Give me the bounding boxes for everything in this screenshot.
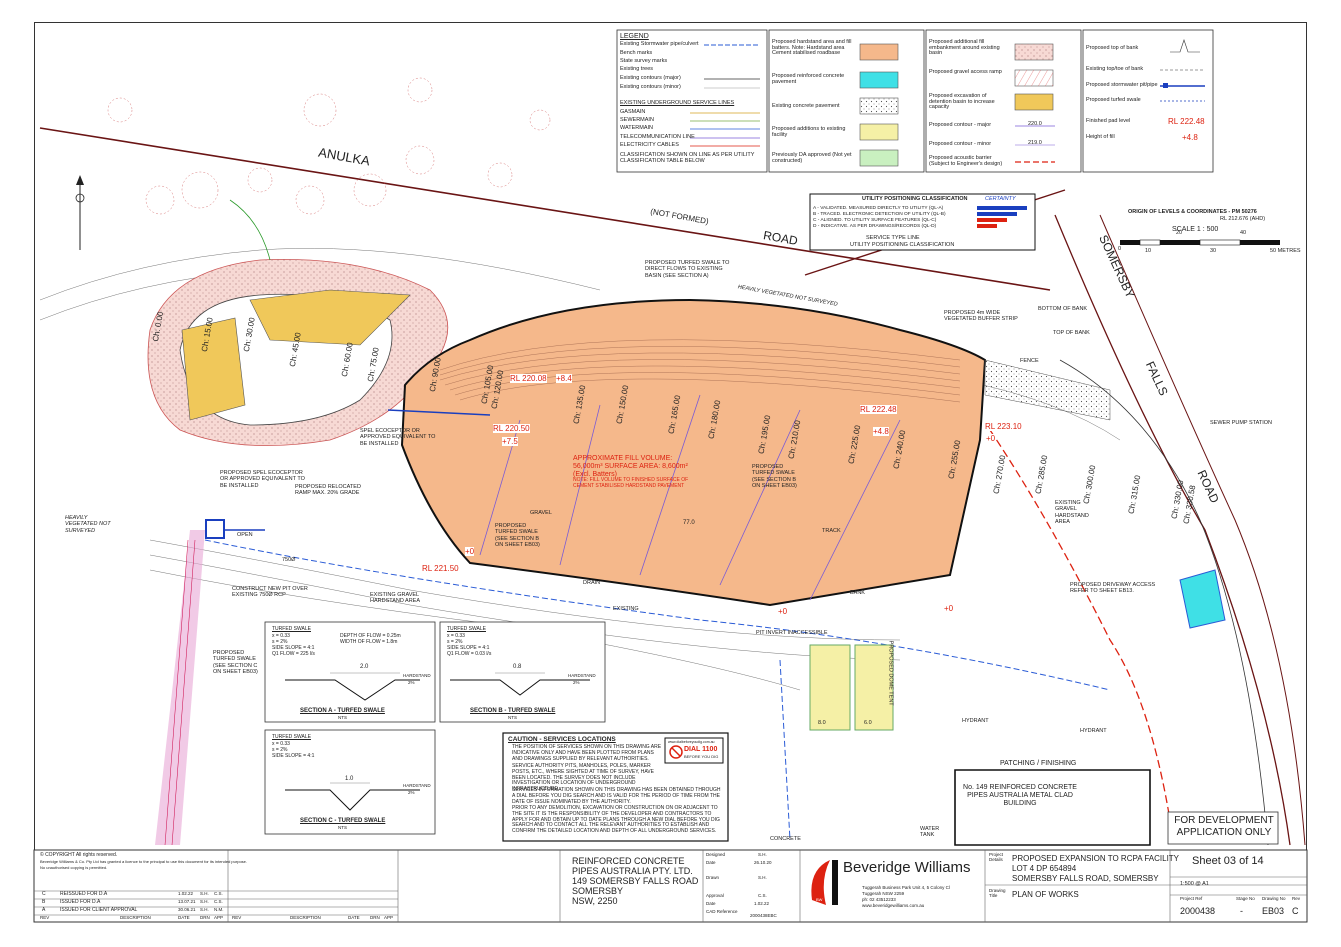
drawing-title: PLAN OF WORKS (1012, 890, 1079, 899)
driveway-access (1179, 569, 1226, 629)
swatch-hardstand (859, 43, 899, 61)
concrete-strip (984, 359, 1111, 421)
caution-title: CAUTION - SERVICES LOCATIONS (508, 736, 616, 743)
watermain (204, 539, 1111, 691)
stormwater-pit (205, 519, 225, 539)
for-development-stamp: FOR DEVELOPMENT APPLICATION ONLY (1174, 815, 1274, 838)
swale-a-label: PROPOSED TURFED SWALE TO DIRECT FLOWS TO… (645, 260, 730, 279)
hardstand-area (400, 298, 987, 607)
fill-volume-note: APPROXIMATE FILL VOLUME: 56,000m³ SURFAC… (573, 455, 688, 479)
swatch-reinforced (859, 71, 899, 89)
addition-strip-2 (854, 644, 894, 731)
project-title: PROPOSED EXPANSION TO RCPA FACILITY (1012, 854, 1180, 863)
swatch-excavation (1014, 93, 1054, 111)
swatch-previously-approved (859, 149, 899, 167)
falls-road-west (1054, 214, 1291, 846)
metal-clad-building (954, 769, 1151, 846)
turfed-swale-basin-1 (181, 317, 246, 421)
swatch-existing-concrete (859, 97, 899, 115)
company-logo (811, 860, 838, 905)
legend-title: LEGEND (620, 33, 649, 40)
company-name: Beveridge Williams (843, 859, 971, 876)
addition-strip-1 (809, 644, 851, 731)
scale-bar (1120, 239, 1280, 246)
road-boundary-north (39, 127, 1051, 291)
utility-title: UTILITY POSITIONING CLASSIFICATION (862, 196, 968, 202)
swatch-additions (859, 123, 899, 141)
acoustic-barrier (989, 429, 1171, 821)
turfed-swale-basin-2 (249, 289, 411, 346)
falls-road-edge (1059, 359, 1269, 846)
pink-corridor (155, 530, 205, 845)
north-arrow (75, 175, 85, 250)
client-name: REINFORCED CONCRETE (572, 856, 685, 866)
sheet-number: Sheet 03 of 14 (1192, 855, 1264, 867)
falls-road-east (1099, 214, 1306, 846)
